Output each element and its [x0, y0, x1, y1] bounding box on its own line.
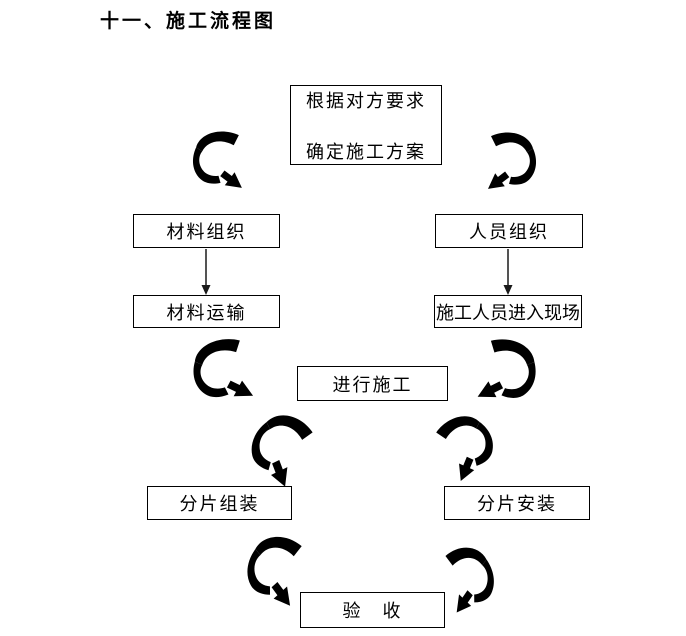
curved-arrow-construction-to-assembly-icon	[240, 404, 318, 487]
straight-arrow-personnel-org-to-enter-icon	[503, 249, 513, 295]
node-material-org: 材料组织	[133, 214, 280, 248]
node-acceptance-label: 验 收	[342, 601, 403, 621]
curved-arrow-plan-to-material-org-icon	[192, 131, 242, 188]
curved-arrow-transport-to-construction-icon	[188, 336, 254, 406]
node-acceptance: 验 收	[300, 592, 445, 628]
node-material-transport: 材料运输	[133, 295, 280, 328]
node-personnel-org: 人员组织	[435, 214, 583, 248]
page-title: 十一、施工流程图	[100, 11, 277, 32]
straight-arrow-material-org-to-transport-icon	[201, 249, 211, 295]
node-assembly: 分片组装	[147, 486, 292, 520]
node-personnel-enter: 施工人员进入现场	[434, 295, 582, 328]
node-personnel-enter-label: 施工人员进入现场	[436, 302, 580, 323]
node-assembly-label: 分片组装	[179, 494, 260, 514]
node-material-transport-label: 材料运输	[166, 302, 247, 323]
node-construction-label: 进行施工	[332, 374, 413, 395]
node-material-org-label: 材料组织	[166, 222, 247, 242]
curved-arrow-plan-to-personnel-org-icon	[488, 132, 537, 189]
curved-arrow-enter-to-construction-icon	[477, 336, 541, 407]
curved-arrow-installation-to-acceptance-icon	[441, 542, 500, 613]
node-plan: 根据对方要求 确定施工方案	[290, 85, 442, 165]
node-installation-label: 分片安装	[477, 494, 557, 514]
node-installation: 分片安装	[444, 486, 590, 520]
node-plan-line2: 确定施工方案	[306, 141, 426, 162]
node-plan-line1: 根据对方要求	[306, 90, 426, 111]
node-personnel-org-label: 人员组织	[469, 222, 549, 242]
curved-arrow-construction-to-installation-icon	[431, 406, 504, 482]
node-construction: 进行施工	[297, 366, 448, 401]
